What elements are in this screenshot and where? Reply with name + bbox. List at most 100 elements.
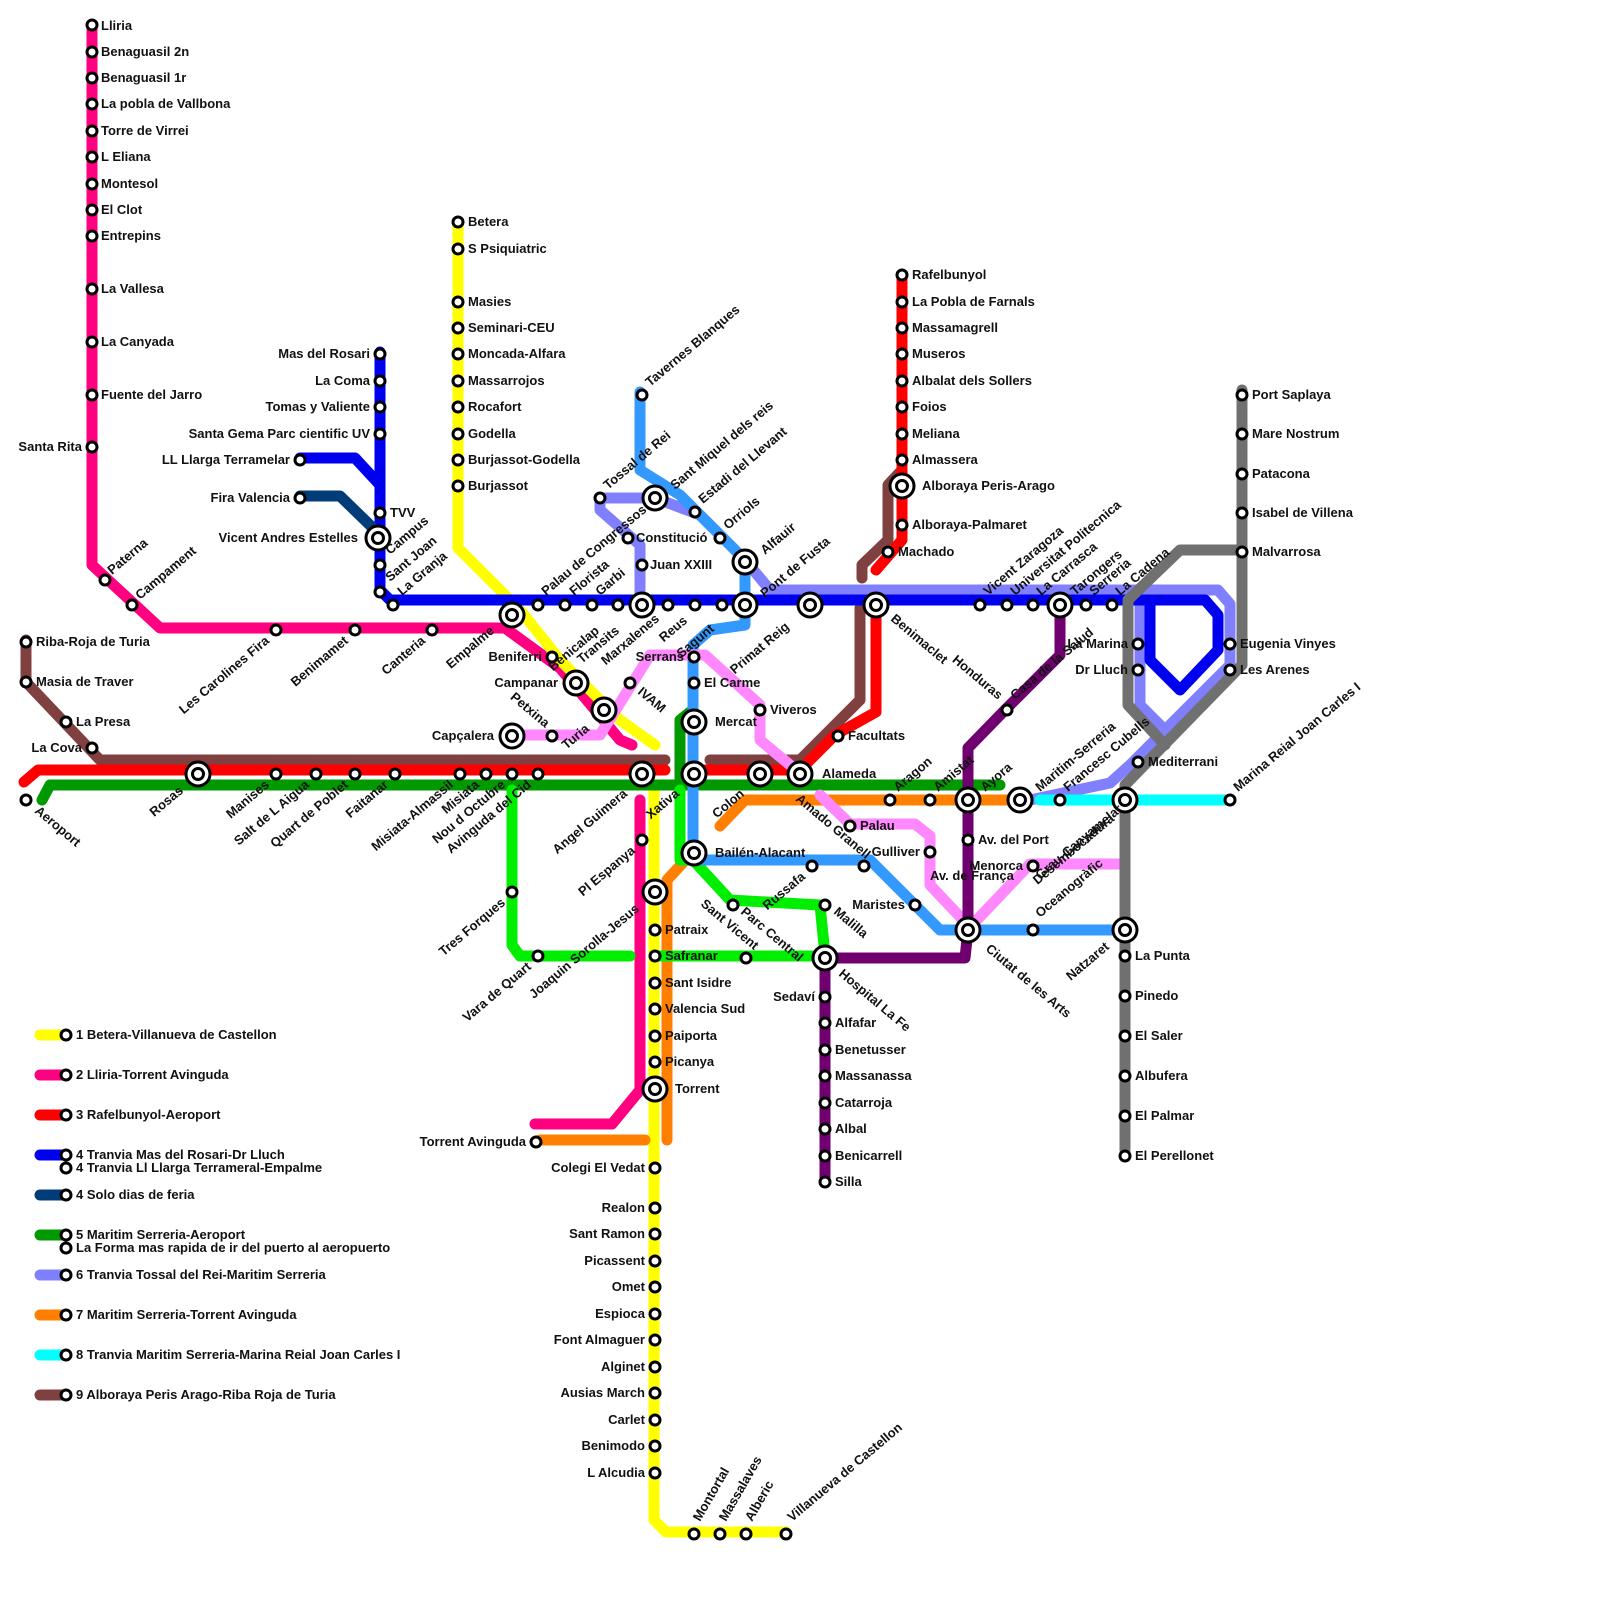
station-marker-eugenia[interactable]: [1223, 637, 1237, 651]
station-marker-villanueva[interactable]: [779, 1527, 793, 1541]
station-marker-alboraya-palm[interactable]: [895, 518, 909, 532]
station-marker-serreria[interactable]: [1079, 598, 1093, 612]
station-marker-moncada[interactable]: [451, 347, 465, 361]
station-marker-sagunt[interactable]: [715, 598, 729, 612]
station-marker-aragon[interactable]: [883, 793, 897, 807]
station-marker-av-cid[interactable]: [531, 767, 545, 781]
station-marker-pobla-vallbona[interactable]: [85, 97, 99, 111]
station-marker-rosas[interactable]: [184, 760, 212, 788]
station-marker-la-granja[interactable]: [386, 598, 400, 612]
station-marker-fuente-jarro[interactable]: [85, 388, 99, 402]
station-marker-el-palmar[interactable]: [1118, 1109, 1132, 1123]
station-marker-montortal[interactable]: [687, 1527, 701, 1541]
station-marker-russafa[interactable]: [805, 859, 819, 873]
station-marker-silla[interactable]: [818, 1175, 832, 1189]
station-marker-ayora[interactable]: [954, 786, 982, 814]
station-marker-tarongers[interactable]: [1046, 591, 1074, 619]
station-marker-alberic[interactable]: [739, 1527, 753, 1541]
station-marker-la-coma[interactable]: [373, 374, 387, 388]
station-marker-estadi[interactable]: [688, 505, 702, 519]
station-marker-honduras[interactable]: [1000, 703, 1014, 717]
station-marker-masies[interactable]: [451, 295, 465, 309]
station-marker-godella[interactable]: [451, 427, 465, 441]
station-marker-canteria[interactable]: [425, 623, 439, 637]
station-marker-bailen[interactable]: [680, 839, 708, 867]
station-marker-alfauir[interactable]: [731, 548, 759, 576]
station-marker-la-carrasca[interactable]: [1026, 598, 1040, 612]
station-marker-petxina[interactable]: [545, 729, 559, 743]
station-marker-benicarrell[interactable]: [818, 1149, 832, 1163]
station-marker-betera[interactable]: [451, 215, 465, 229]
station-marker-garbi[interactable]: [585, 598, 599, 612]
station-marker-colon[interactable]: [746, 760, 774, 788]
station-marker-desembocadura[interactable]: [1111, 786, 1139, 814]
station-marker-sant-vicent[interactable]: [726, 898, 740, 912]
station-marker-albal[interactable]: [818, 1122, 832, 1136]
station-marker-sedavi[interactable]: [818, 990, 832, 1004]
station-marker-carolines[interactable]: [269, 623, 283, 637]
station-marker-meliana[interactable]: [895, 427, 909, 441]
station-marker-el-carme[interactable]: [687, 676, 701, 690]
station-marker-malilla[interactable]: [818, 898, 832, 912]
station-marker-viveros[interactable]: [753, 703, 767, 717]
station-marker-la-marina[interactable]: [1131, 637, 1145, 651]
station-marker-florista[interactable]: [558, 598, 572, 612]
station-marker-el-saler[interactable]: [1118, 1029, 1132, 1043]
station-marker-safranar[interactable]: [648, 949, 662, 963]
station-marker-marxalenes[interactable]: [661, 598, 675, 612]
station-marker-la-cova[interactable]: [85, 741, 99, 755]
station-marker-catarroja[interactable]: [818, 1096, 832, 1110]
station-marker-joaquin-sorolla[interactable]: [641, 878, 669, 906]
station-marker-lliria[interactable]: [85, 18, 99, 32]
station-marker-nou-octubre[interactable]: [505, 767, 519, 781]
station-marker-palau[interactable]: [843, 819, 857, 833]
station-marker-ivam[interactable]: [623, 676, 637, 690]
station-marker-tomas[interactable]: [373, 400, 387, 414]
station-marker-ausias-march[interactable]: [648, 1386, 662, 1400]
station-marker-elclot[interactable]: [85, 203, 99, 217]
station-marker-reus[interactable]: [688, 598, 702, 612]
station-marker-albufera[interactable]: [1118, 1069, 1132, 1083]
station-marker-natzaret[interactable]: [1111, 916, 1139, 944]
station-marker-univ-politecnica[interactable]: [1000, 598, 1014, 612]
station-marker-av-franca[interactable]: [857, 859, 871, 873]
station-marker-capcalera[interactable]: [498, 722, 526, 750]
station-marker-amistat[interactable]: [923, 793, 937, 807]
station-marker-juan23[interactable]: [635, 558, 649, 572]
station-marker-omet[interactable]: [648, 1280, 662, 1294]
station-marker-campament[interactable]: [125, 598, 139, 612]
station-marker-benimaclet[interactable]: [862, 591, 890, 619]
station-marker-albalat[interactable]: [895, 374, 909, 388]
station-marker-manises[interactable]: [269, 767, 283, 781]
station-marker-vallesa[interactable]: [85, 282, 99, 296]
station-marker-sant-isidre[interactable]: [648, 976, 662, 990]
station-marker-les-arenes[interactable]: [1223, 663, 1237, 677]
station-marker-transits[interactable]: [628, 591, 656, 619]
station-marker-patraix[interactable]: [648, 923, 662, 937]
station-marker-misiata[interactable]: [479, 767, 493, 781]
station-marker-pont-fusta[interactable]: [731, 591, 759, 619]
station-marker-benaguasil2[interactable]: [85, 45, 99, 59]
station-marker-alameda[interactable]: [786, 760, 814, 788]
station-marker-seminari[interactable]: [451, 321, 465, 335]
station-marker-sant-joan[interactable]: [373, 585, 387, 599]
station-marker-almassera[interactable]: [895, 453, 909, 467]
station-marker-torrent[interactable]: [641, 1075, 669, 1103]
station-marker-beniferri[interactable]: [545, 650, 559, 664]
station-marker-alboraya-peris[interactable]: [888, 472, 916, 500]
station-marker-espioca[interactable]: [648, 1307, 662, 1321]
station-marker-montesol[interactable]: [85, 177, 99, 191]
station-marker-misiata-almassil[interactable]: [453, 767, 467, 781]
station-marker-malvarrosa[interactable]: [1235, 545, 1249, 559]
station-marker-parc-central[interactable]: [739, 951, 753, 965]
station-marker-valencia-sud[interactable]: [648, 1002, 662, 1016]
station-marker-mare-nostrum[interactable]: [1235, 427, 1249, 441]
station-marker-sant-miquel[interactable]: [641, 484, 669, 512]
station-marker-pobla-farnals[interactable]: [895, 295, 909, 309]
station-marker-isabel-villena[interactable]: [1235, 506, 1249, 520]
station-marker-serrans[interactable]: [687, 650, 701, 664]
station-marker-picassent[interactable]: [648, 1254, 662, 1268]
station-marker-palau-congressos[interactable]: [531, 598, 545, 612]
station-marker-francesc[interactable]: [1053, 793, 1067, 807]
station-marker-gulliver[interactable]: [923, 845, 937, 859]
